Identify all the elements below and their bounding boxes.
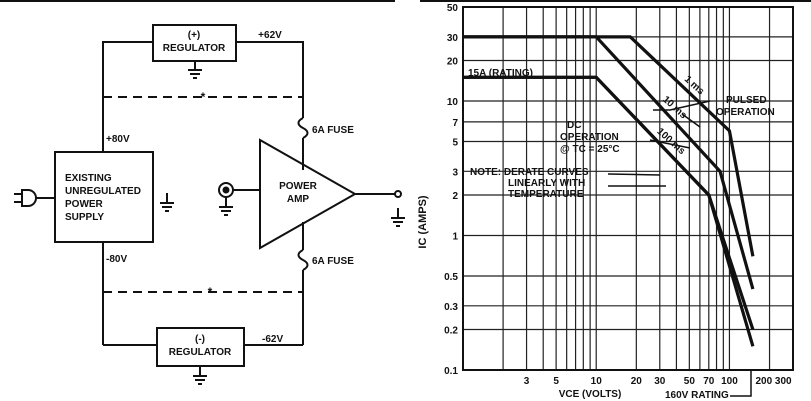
amp-label-line2: AMP <box>287 194 310 205</box>
pos-regulator-label: REGULATOR <box>163 43 226 54</box>
annotation-leaders <box>607 100 752 397</box>
amp-label-line1: POWER <box>279 181 318 192</box>
output-terminal <box>394 190 402 198</box>
x-tick-labels: 3 5 10 20 30 50 70 100 200 300 <box>524 376 792 387</box>
y-tick-label: 50 <box>447 3 459 14</box>
annotation-leader <box>681 113 701 128</box>
rating-160v-annotation: 160V RATING <box>665 390 729 401</box>
power-supply-schematic <box>0 0 405 385</box>
neg-regulator-label: REGULATOR <box>169 347 232 358</box>
neg-supply-label: -80V <box>106 254 127 265</box>
x-tick-label: 20 <box>631 376 643 387</box>
x-tick-label: 50 <box>684 376 696 387</box>
plot-frame <box>462 6 794 371</box>
x-tick-label: 200 300 <box>755 376 792 387</box>
y-tick-label: 3 <box>452 167 458 178</box>
dc-label-line3: @ TC = 25°C <box>560 144 620 155</box>
supply-label-line3: POWER <box>65 199 104 210</box>
pos-rail-wire <box>236 41 304 118</box>
power-amp-triangle <box>259 138 358 250</box>
pulsed-label-line2: OPERATION <box>716 107 775 118</box>
series-label: 1 ms <box>682 74 707 98</box>
y-tick-label: 5 <box>452 137 458 148</box>
dc-label-line1: DC <box>567 120 581 131</box>
note-line2: LINEARLY WITH <box>508 178 585 189</box>
pos-regulator-input-wire <box>102 41 153 152</box>
annotation-leader <box>607 173 661 176</box>
y-tick-label: 20 <box>447 57 459 68</box>
neg-dashed-marker: * <box>208 285 213 299</box>
y-tick-label: 7 <box>452 118 458 129</box>
dc-label-line2: OPERATION <box>560 132 619 143</box>
neg-rail-label: -62V <box>262 334 283 345</box>
y-tick-label: 10 <box>447 97 459 108</box>
series-line <box>463 75 755 347</box>
y-tick-label: 0.5 <box>444 272 458 283</box>
y-tick-label: 30 <box>447 33 459 44</box>
y-tick-label: 2 <box>452 191 458 202</box>
pos-regulator-sign: (+) <box>188 30 201 41</box>
bottom-fuse-symbol <box>297 249 309 271</box>
series-line <box>463 35 755 290</box>
schematic-labels: (+) REGULATOR +62V * +80V 6A FUSE EXISTI… <box>65 30 354 358</box>
y-tick-label: 0.3 <box>444 302 458 313</box>
series-label: 10 ms <box>660 94 689 121</box>
y-tick-label: 0.1 <box>444 366 458 377</box>
neg-regulator-sign: (-) <box>195 334 205 345</box>
ac-plug-icon <box>14 189 55 207</box>
x-tick-label: 70 <box>703 376 715 387</box>
pos-dashed-marker: * <box>201 90 206 104</box>
pos-rail-label: +62V <box>258 30 282 41</box>
supply-label-line1: EXISTING <box>65 173 112 184</box>
rating-160v-leader <box>730 370 752 397</box>
x-tick-label: 3 <box>524 376 530 387</box>
y-tick-label: 0.2 <box>444 326 458 337</box>
top-fuse-symbol <box>297 117 309 139</box>
x-tick-label: 5 <box>553 376 559 387</box>
note-line1: NOTE: DERATE CURVES <box>470 167 589 178</box>
rating-15a-annotation: 15A (RATING) <box>468 68 533 79</box>
annotation-leader <box>653 100 711 111</box>
unregulated-supply-box <box>54 151 154 243</box>
annotation-leader <box>649 139 691 149</box>
supply-label-line4: SUPPLY <box>65 212 104 223</box>
bottom-fuse-label: 6A FUSE <box>312 256 354 267</box>
y-tick-labels: 0.1 0.2 0.3 0.5 1 2 3 5 7 10 20 30 50 <box>444 3 458 377</box>
note-line3: TEMPERATURE <box>508 189 584 200</box>
x-axis-label: VCE (VOLTS) <box>559 389 622 400</box>
top-fuse-label: 6A FUSE <box>312 125 354 136</box>
y-tick-label: 1 <box>452 232 458 243</box>
y-axis-label: IC (AMPS) <box>417 195 429 249</box>
pulsed-label-line1: PULSED <box>726 95 767 106</box>
series-line <box>463 75 755 331</box>
input-jack-icon <box>218 182 260 216</box>
supply-label-line2: UNREGULATED <box>65 186 141 197</box>
pos-supply-label: +80V <box>106 134 130 145</box>
x-tick-label: 30 <box>654 376 666 387</box>
x-tick-label: 10 <box>591 376 603 387</box>
x-tick-label: 100 <box>721 376 738 387</box>
